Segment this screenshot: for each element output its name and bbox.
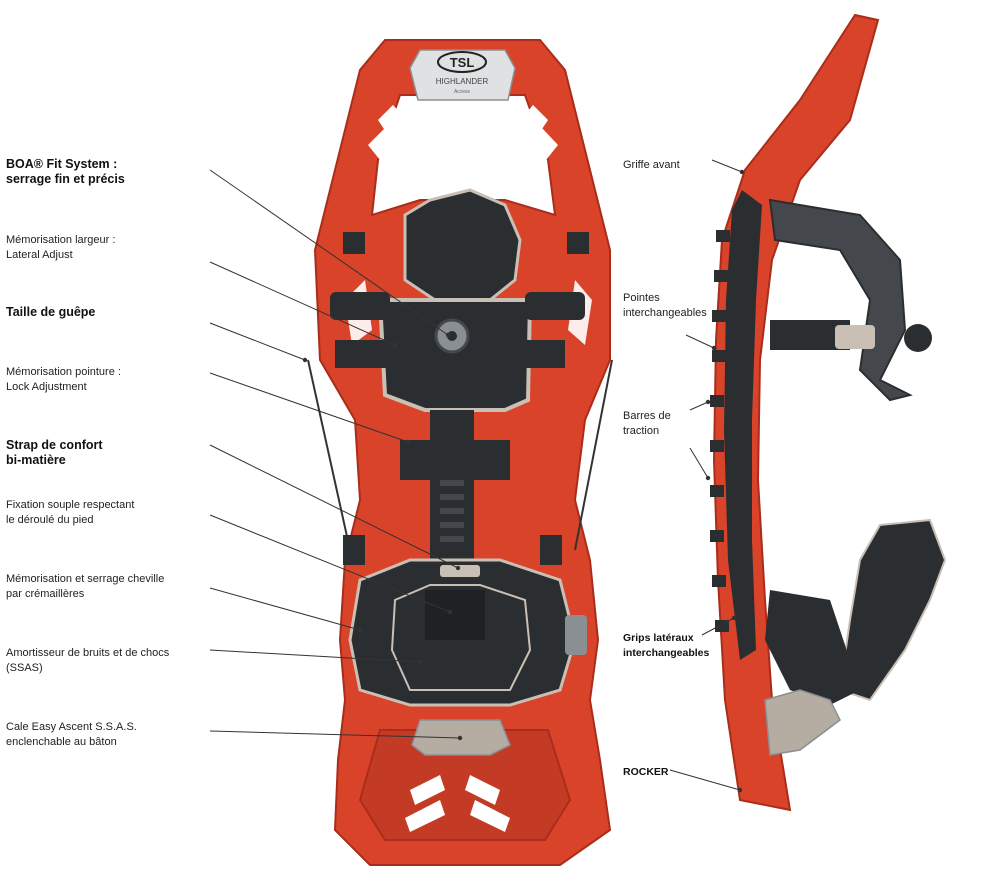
label-griffe-avant: Griffe avant <box>623 158 680 173</box>
label-boa-fit-system: BOA® Fit System : serrage fin et précis <box>6 157 206 187</box>
label-line: Barres de <box>623 410 671 422</box>
label-line: Mémorisation pointure : <box>6 366 121 378</box>
label-line: interchangeables <box>623 647 710 659</box>
label-memorisation-cheville: Mémorisation et serrage cheville par cré… <box>6 572 206 602</box>
label-line: par crémaillères <box>6 588 85 600</box>
label-line: ROCKER <box>623 766 669 778</box>
toe-cap <box>403 188 522 302</box>
label-line: Lateral Adjust <box>6 249 73 261</box>
label-line: Mémorisation et serrage cheville <box>6 573 165 585</box>
label-line: traction <box>623 425 660 437</box>
label-line: enclenchable au bâton <box>6 736 117 748</box>
label-line: Griffe avant <box>623 159 680 171</box>
label-line: Mémorisation largeur : <box>6 234 116 246</box>
logo-sub: Access <box>454 89 471 95</box>
label-grips-lateraux: Grips latéraux interchangeables <box>623 631 709 661</box>
label-line: Strap de confort <box>6 438 103 452</box>
side-heel-binding <box>838 518 947 702</box>
leader-lines <box>209 159 743 791</box>
label-line: le déroulé du pied <box>6 514 94 526</box>
label-fixation-souple: Fixation souple respectant le déroulé du… <box>6 498 206 528</box>
label-barres-traction: Barres de traction <box>623 409 671 439</box>
label-rocker: ROCKER <box>623 765 669 780</box>
side-boa-dial-icon <box>904 324 932 352</box>
logo-model: HIGHLANDER <box>436 77 489 86</box>
front-view-snowshoe <box>307 39 613 866</box>
label-line: Taille de guêpe <box>6 305 96 319</box>
label-line: bi-matière <box>6 453 66 467</box>
label-line: Lock Adjustment <box>6 381 87 393</box>
label-taille-de-guepe: Taille de guêpe <box>6 305 206 320</box>
label-line: Grips latéraux <box>623 632 694 644</box>
logo-brand: TSL <box>450 55 475 70</box>
label-line: Pointes <box>623 292 660 304</box>
label-line: serrage fin et précis <box>6 172 125 186</box>
label-amortisseur: Amortisseur de bruits et de chocs (SSAS) <box>6 646 206 676</box>
label-line: Fixation souple respectant <box>6 499 135 511</box>
label-cale-easy-ascent: Cale Easy Ascent S.S.A.S. enclenchable a… <box>6 720 206 750</box>
label-line: interchangeables <box>623 307 707 319</box>
label-line: Amortisseur de bruits et de chocs <box>6 647 170 659</box>
label-lock-adjustment: Mémorisation pointure : Lock Adjustment <box>6 365 206 395</box>
label-line: (SSAS) <box>6 662 43 674</box>
side-view-snowshoe <box>710 13 947 812</box>
label-pointes: Pointes interchangeables <box>623 291 707 321</box>
label-line: BOA® Fit System : <box>6 157 118 171</box>
label-lateral-adjust: Mémorisation largeur : Lateral Adjust <box>6 233 206 263</box>
label-line: Cale Easy Ascent S.S.A.S. <box>6 721 137 733</box>
label-strap-confort: Strap de confort bi-matière <box>6 438 206 468</box>
side-frame <box>724 190 762 660</box>
logo-plate <box>409 49 516 101</box>
